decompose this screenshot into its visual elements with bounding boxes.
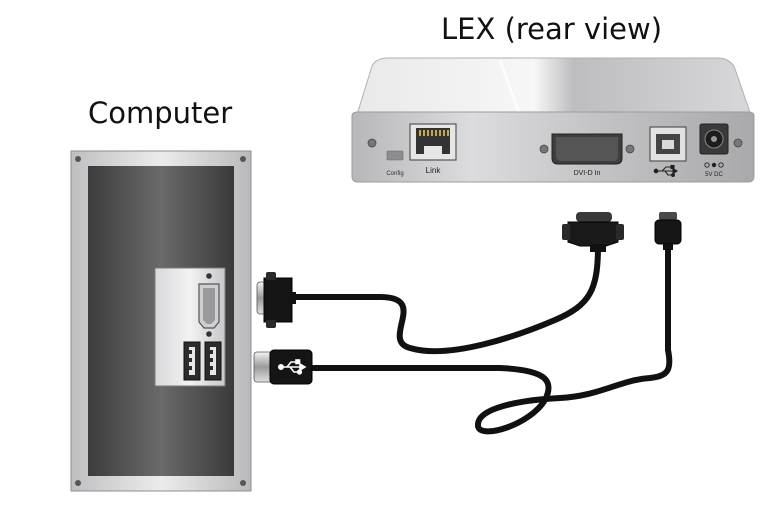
computer-unit — [70, 150, 252, 492]
computer-title: Computer — [88, 96, 233, 130]
dvi-port-computer — [198, 283, 220, 329]
lex-unit: Config Link DVI-D In — [351, 57, 755, 183]
lex-title: LEX (rear view) — [441, 12, 663, 46]
power-label: 5V DC — [705, 172, 723, 178]
usb-cable — [309, 243, 673, 435]
polarity-icon — [704, 162, 724, 168]
dvi-label: DVI-D In — [574, 170, 601, 177]
usb-symbol-icon — [653, 164, 679, 177]
config-label: Config — [386, 171, 403, 177]
screw-icon — [733, 138, 743, 148]
screw-icon — [75, 156, 81, 162]
usb-a-port-computer — [183, 341, 201, 381]
screw-icon — [75, 480, 81, 486]
usb-b-connector-lex — [654, 212, 682, 250]
screw-icon — [240, 480, 246, 486]
io-plate — [154, 267, 226, 387]
usb-a-port-computer — [204, 341, 222, 381]
usb-a-connector-computer — [253, 349, 313, 385]
link-port: Link — [409, 123, 457, 175]
power-port: 5V DC — [699, 123, 729, 178]
config-button: Config — [386, 150, 404, 177]
link-label: Link — [426, 166, 442, 175]
cables — [287, 243, 673, 435]
screw-icon — [367, 138, 377, 148]
dvi-connector-computer — [256, 272, 296, 328]
usb-symbol-icon — [277, 359, 307, 375]
dvi-connector-lex — [562, 212, 624, 252]
dvi-cable — [287, 243, 601, 355]
screw-icon — [240, 156, 246, 162]
dvi-port: DVI-D In — [539, 133, 635, 177]
usb-b-port — [649, 126, 687, 177]
